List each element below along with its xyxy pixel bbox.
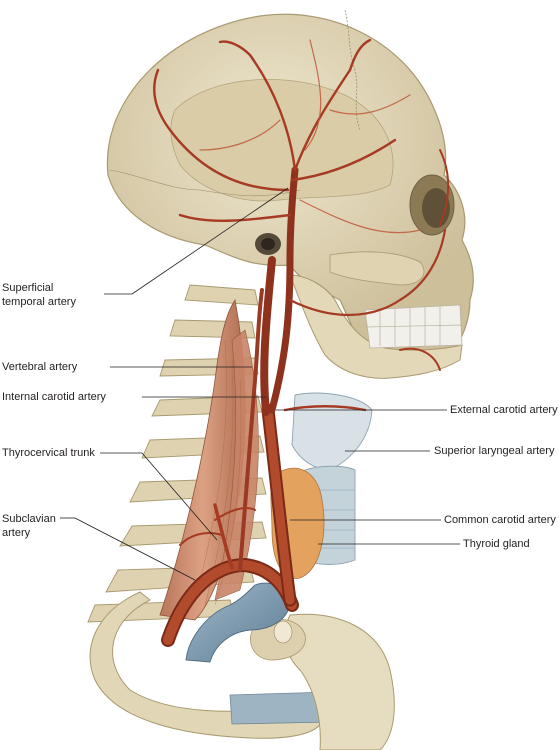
label-vertebral-artery: Vertebral artery <box>2 361 78 373</box>
label-thyroid-gland: Thyroid gland <box>463 538 530 550</box>
label-common-carotid-artery: Common carotid artery <box>444 514 556 526</box>
label-superficial-temporal-artery: Superficial temporal artery <box>2 281 76 309</box>
label-subclavian-artery: Subclavian artery <box>2 512 56 540</box>
label-superficial-temporal-line2: temporal artery <box>2 296 76 308</box>
external-carotid-vessel <box>268 166 299 414</box>
label-subclavian-line1: Subclavian <box>2 513 56 525</box>
label-superficial-temporal-line1: Superficial <box>2 282 54 294</box>
label-thyrocervical-trunk: Thyrocervical trunk <box>2 447 95 459</box>
label-internal-carotid-artery: Internal carotid artery <box>2 391 106 403</box>
label-external-carotid-artery: External carotid artery <box>450 404 558 416</box>
vertebral-artery-vessel <box>238 288 264 572</box>
leader-lines <box>60 187 460 581</box>
arteries <box>153 38 450 647</box>
clavicle-rib <box>89 591 395 750</box>
label-superior-laryngeal-artery: Superior laryngeal artery <box>434 445 555 457</box>
label-subclavian-line2: artery <box>2 527 31 539</box>
internal-carotid-vessel <box>260 256 276 416</box>
mandible <box>289 274 463 379</box>
